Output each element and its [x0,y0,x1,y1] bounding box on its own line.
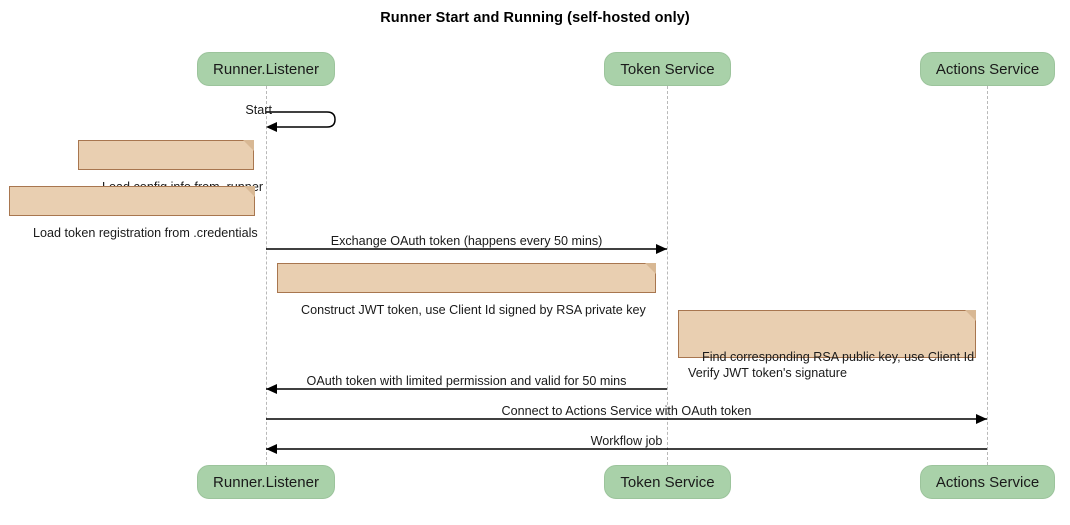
participant-label: Token Service [620,473,715,491]
participant-header-actions-service[interactable]: Actions Service [920,52,1055,86]
message-msg-start [266,111,336,132]
participant-label: Runner.Listener [213,473,319,491]
message-label-workflow-job: Workflow job [590,434,663,448]
participant-header-token-service[interactable]: Token Service [604,52,731,86]
participant-label: Runner.Listener [213,60,319,78]
participant-header-runner-listener[interactable]: Runner.Listener [197,52,335,86]
message-label-start: Start [245,103,272,117]
page-title: Runner Start and Running (self-hosted on… [380,10,690,26]
note-construct-jwt-token: Construct JWT token, use Client Id signe… [277,263,656,317]
lifeline-runner [266,86,267,465]
message-label-connect-to-actions-service: Connect to Actions Service with OAuth to… [501,404,752,418]
participant-label: Actions Service [935,60,1040,78]
message-label-exchange-oauth-token: Exchange OAuth token (happens every 50 m… [330,234,603,248]
note-fold-corner-icon [244,186,255,197]
lifeline-token [667,86,668,465]
participant-label: Token Service [620,60,715,78]
message-label-oauth-token-return: OAuth token with limited permission and … [306,374,627,388]
note-text: Load token registration from .credential… [33,226,258,240]
note-fold-corner-icon [243,140,254,151]
note-fold-corner-icon [965,310,976,321]
note-load-token-registration: Load token registration from .credential… [9,186,258,240]
note-fold-corner-icon [645,263,656,274]
note-load-config-info: Load config info from .runner [78,140,263,194]
note-text: Find corresponding RSA public key, use C… [688,350,975,380]
lifeline-actions [987,86,988,465]
participant-label: Actions Service [935,473,1040,491]
participant-footer-runner-listener[interactable]: Runner.Listener [197,465,335,499]
note-verify-jwt-signature: Find corresponding RSA public key, use C… [678,310,976,380]
participant-footer-token-service[interactable]: Token Service [604,465,731,499]
participant-footer-actions-service[interactable]: Actions Service [920,465,1055,499]
note-text: Construct JWT token, use Client Id signe… [301,303,646,317]
